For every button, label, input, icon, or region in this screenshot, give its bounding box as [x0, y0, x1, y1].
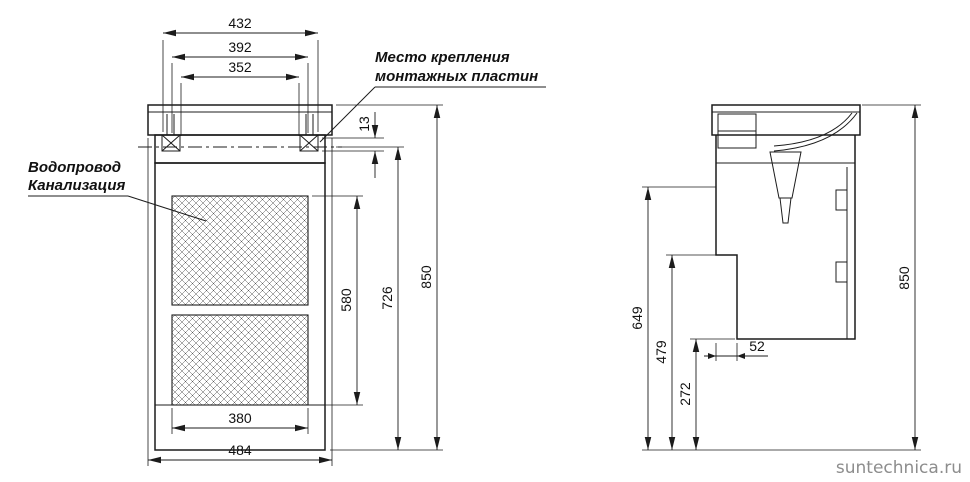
dim-649: 649: [629, 186, 716, 450]
dim-479-label: 479: [653, 340, 669, 364]
front-mounting-plate-left: [161, 134, 181, 152]
watermark: suntechnica.ru: [836, 458, 962, 478]
dim-13-label: 13: [356, 116, 372, 132]
dim-726-label: 726: [379, 286, 395, 310]
dim-580: 580: [312, 195, 363, 406]
water-sewage-callout: Водопровод Канализация: [28, 159, 207, 222]
front-mounting-bolts: [166, 114, 314, 135]
side-basin-curve-inner: [773, 112, 853, 147]
dim-52: 52: [704, 338, 768, 361]
side-sink-top: [711, 104, 861, 136]
water-label-line1: Водопровод: [28, 159, 121, 176]
dim-726: 726: [330, 146, 443, 451]
dim-380-label: 380: [228, 410, 252, 426]
dim-272: 272: [677, 338, 735, 450]
dim-850-front-label: 850: [418, 265, 434, 289]
dim-392-label: 392: [228, 39, 252, 55]
dim-392: 392: [171, 39, 309, 133]
front-drawer-lower: [171, 314, 309, 406]
dim-850-front: 850: [336, 104, 443, 450]
dim-484-label: 484: [228, 442, 252, 458]
front-sink-top: [147, 104, 333, 136]
side-dimensions: 649 479 272 52 850: [629, 104, 921, 451]
front-view: [138, 104, 342, 451]
side-cabinet-outline: [715, 135, 856, 340]
dim-432-label: 432: [228, 15, 252, 31]
dim-352-label: 352: [228, 59, 252, 75]
mounting-plates-label-line2: монтажных пластин: [375, 68, 538, 85]
side-basin-curve-outer: [773, 112, 858, 152]
dim-52-label: 52: [749, 338, 765, 354]
dim-484: 484: [147, 138, 333, 466]
side-siphon: [769, 151, 802, 224]
dim-649-label: 649: [629, 306, 645, 330]
dim-580-label: 580: [338, 288, 354, 312]
side-view: [711, 104, 861, 340]
front-dimensions: 432 392 352 13 580: [147, 15, 443, 466]
side-fixing-box: [717, 113, 757, 149]
front-drawer-upper: [171, 195, 309, 306]
mounting-plates-label-line1: Место крепления: [375, 49, 510, 66]
side-hinges: [835, 189, 848, 283]
water-label-line2: Канализация: [28, 177, 125, 194]
dim-432: 432: [162, 15, 319, 132]
front-mounting-plate-right: [299, 134, 319, 152]
dim-850-side: 850: [862, 104, 921, 450]
mounting-plates-leader: [319, 86, 376, 143]
dim-352: 352: [180, 59, 300, 136]
dim-850-side-label: 850: [896, 266, 912, 290]
mounting-plates-callout: Место крепления монтажных пластин: [319, 49, 546, 143]
front-cabinet-body: [154, 162, 326, 451]
dim-380: 380: [171, 408, 309, 434]
water-leader: [127, 195, 207, 222]
dim-272-label: 272: [677, 382, 693, 406]
dim-479: 479: [653, 254, 735, 450]
